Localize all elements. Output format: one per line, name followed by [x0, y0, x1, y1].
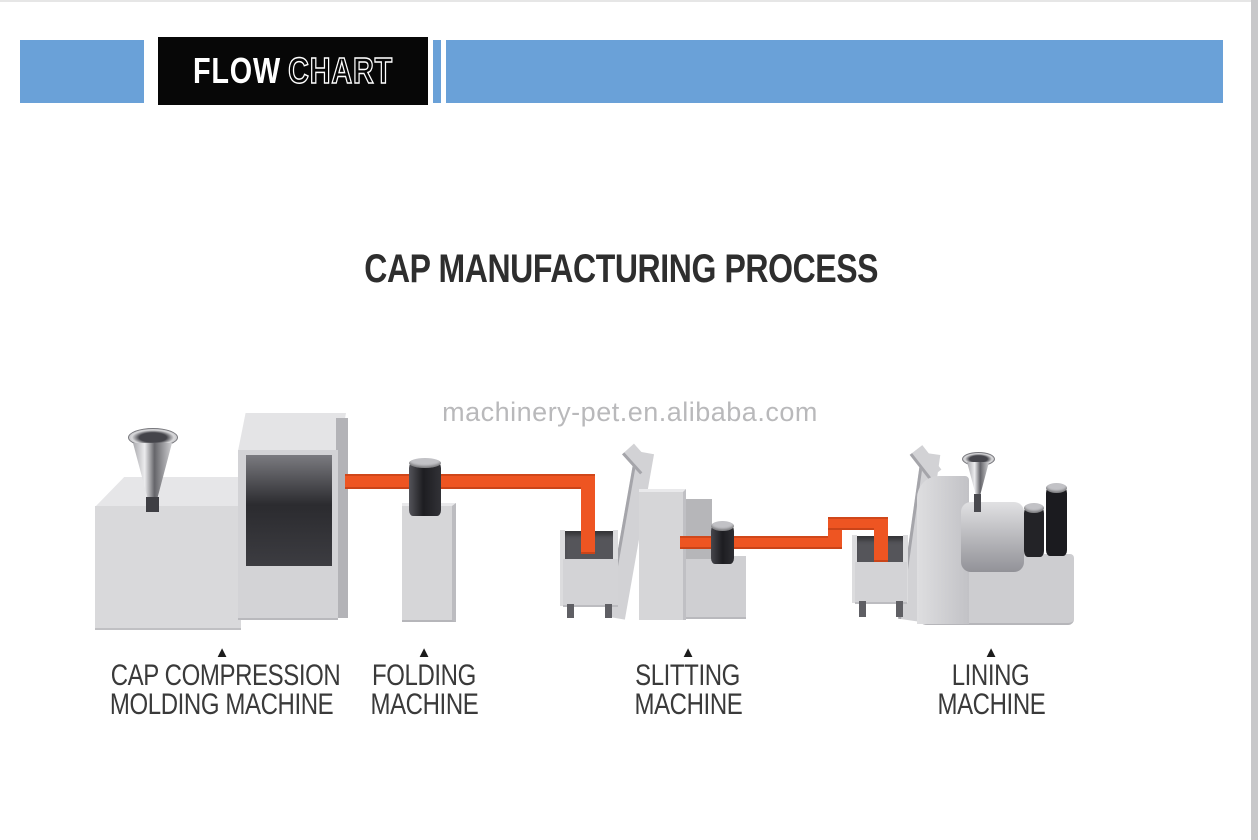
machine1-dark-panel	[246, 455, 332, 566]
lining-machine-cylinder-b	[1046, 483, 1067, 556]
header-accent-bar-sliver	[433, 40, 441, 103]
cylinder-cap	[1024, 503, 1044, 513]
banner-title-outline: CHART	[288, 49, 393, 92]
slitting-machine-cylinder	[711, 521, 734, 564]
slide-top-border	[0, 0, 1258, 2]
pipe-inside-bin1	[581, 474, 595, 554]
lining-machine-drum	[961, 502, 1024, 572]
label-line: LINING	[952, 659, 1030, 692]
cylinder-cap	[711, 521, 734, 531]
header-accent-bar-left	[20, 40, 144, 103]
pipe-upper-run	[828, 517, 888, 530]
cylinder-cap	[409, 458, 441, 468]
pointer-triangle-icon: ▲	[680, 644, 696, 661]
pointer-triangle-icon: ▲	[983, 644, 999, 661]
lining-machine-left-block	[917, 476, 969, 624]
machine1-body-top	[95, 477, 241, 507]
pipe-machine1-to-folding	[345, 474, 595, 489]
label-line: MOLDING MACHINE	[110, 688, 334, 721]
machine1-tower-side	[336, 418, 348, 618]
label-line: CAP COMPRESSION	[110, 659, 341, 692]
pipe-drop-to-bin2	[874, 517, 888, 562]
slitting-machine-back-block	[682, 499, 712, 559]
bin2-leg	[896, 601, 903, 617]
label-lining-machine: ▲ LINING MACHINE	[851, 644, 1131, 721]
bin2-wall-left	[852, 535, 857, 603]
pointer-triangle-icon: ▲	[214, 644, 230, 661]
bin1-wall-left	[560, 530, 565, 606]
bin1-leg	[567, 604, 574, 618]
label-line: MACHINE	[937, 688, 1045, 721]
label-line: MACHINE	[370, 688, 478, 721]
diagram-title: CAP MANUFACTURING PROCESS	[364, 247, 879, 291]
header-accent-bar-main	[446, 40, 1223, 103]
cylinder-cap	[1046, 483, 1067, 493]
label-folding-machine: ▲ FOLDING MACHINE	[284, 644, 564, 721]
small-hopper-stem	[974, 494, 981, 512]
folding-machine-column	[402, 503, 456, 622]
label-line: MACHINE	[634, 688, 742, 721]
label-line: SLITTING	[635, 659, 741, 692]
bin1-leg	[605, 604, 612, 618]
pointer-triangle-icon: ▲	[416, 644, 432, 661]
small-hopper-cone	[967, 462, 989, 495]
bin2-front	[855, 562, 907, 604]
lining-machine-cylinder-a	[1024, 503, 1044, 557]
bin2-leg	[859, 601, 866, 617]
machine1-body-front	[95, 506, 241, 630]
folding-machine-cylinder	[409, 458, 441, 516]
slitting-machine-tower	[639, 489, 686, 620]
label-slitting-machine: ▲ SLITTING MACHINE	[548, 644, 828, 721]
watermark-url: machinery-pet.en.alibaba.com	[442, 397, 818, 427]
machine1-tower-top	[238, 413, 346, 451]
hopper-stem	[146, 497, 159, 512]
label-line: FOLDING	[372, 659, 476, 692]
label-cap-compression-molding-machine: ▲ CAP COMPRESSION MOLDING MACHINE	[82, 644, 362, 721]
slide-right-border	[1251, 0, 1258, 840]
pipe-slitting-to-lining	[680, 536, 842, 549]
bin1-front	[563, 559, 618, 607]
banner-title-bold: FLOW	[193, 50, 281, 91]
